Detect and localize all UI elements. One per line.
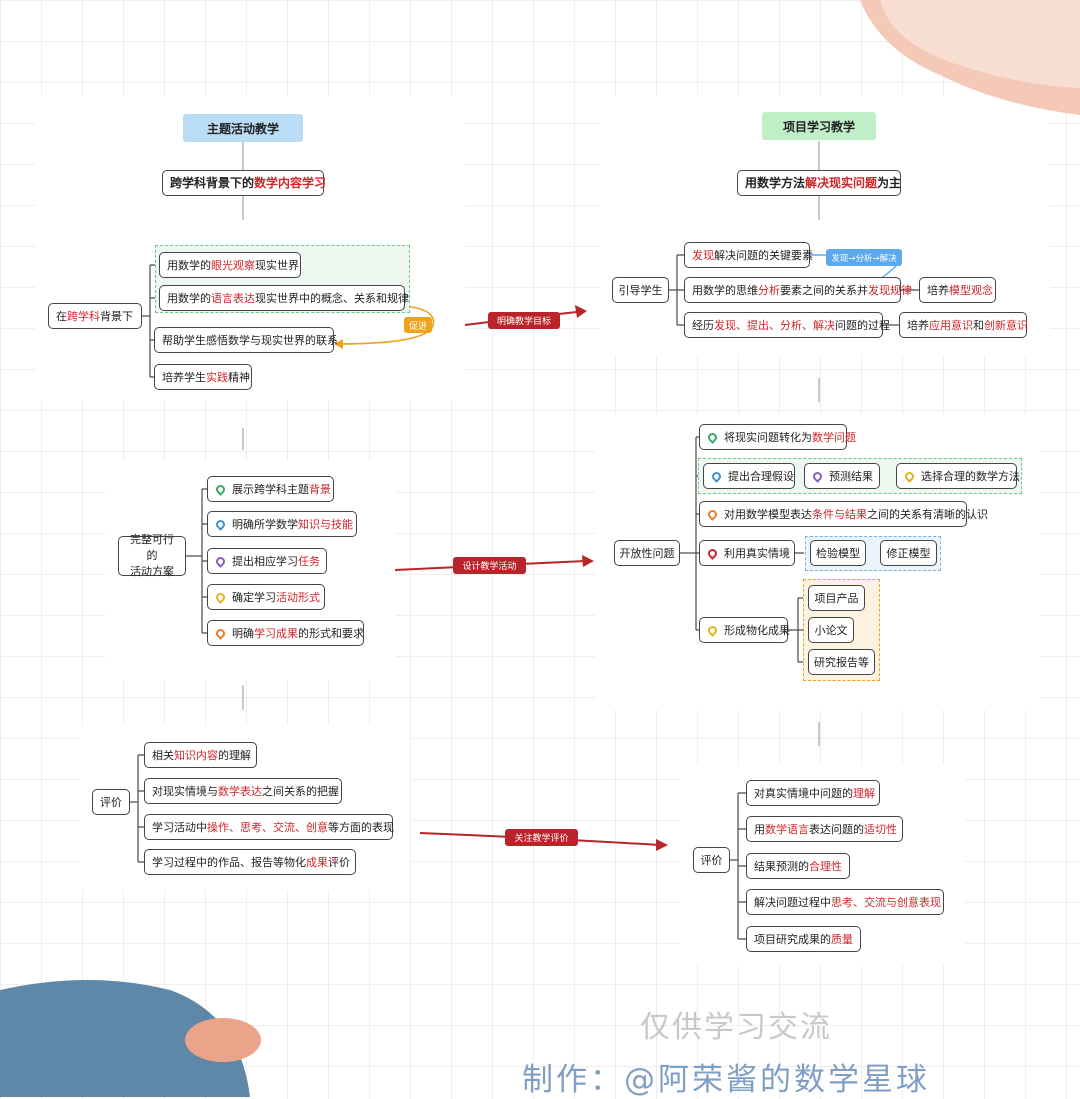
left-s2-root: 完整可行的活动方案	[118, 533, 186, 578]
pin-red-icon	[706, 546, 719, 560]
right-s2-item-real: 利用真实情境	[699, 540, 795, 566]
flow-tag: 发现→分析→解决	[826, 249, 902, 266]
watermark-author: 制作：@阿荣酱的数学星球	[522, 1062, 930, 1098]
pin-orange-icon	[706, 507, 719, 521]
arrow-label-evaluation: 关注教学评价	[505, 829, 578, 846]
right-s1-outcome-model: 培养模型观念	[919, 277, 996, 303]
left-s3-item-knowledge: 相关知识内容的理解	[144, 742, 257, 768]
right-s1-item-analyze: 用数学的思维分析要素之间的关系并发现规律	[684, 277, 912, 303]
left-s3-item-relation: 对现实情境与数学表达之间关系的把握	[144, 778, 342, 804]
promote-tag: 促进	[404, 317, 432, 333]
right-s2-hypothesis: 提出合理假设	[703, 463, 795, 489]
left-header: 主题活动教学	[183, 114, 303, 142]
right-s2-fix-model: 修正模型	[880, 540, 937, 566]
left-s1-root: 在跨学科背景下	[48, 303, 142, 329]
right-s2-check-model: 检验模型	[810, 540, 866, 566]
pin-yellow-icon	[214, 590, 227, 604]
left-s1-item-observe: 用数学的眼光观察现实世界	[159, 252, 301, 278]
right-s2-report: 研究报告等	[808, 649, 875, 675]
peach-blob-inner	[880, 0, 1080, 88]
pin-green-icon	[214, 482, 227, 496]
pin-yellow-icon	[903, 469, 916, 483]
right-s2-method: 选择合理的数学方法	[896, 463, 1020, 489]
right-s1-root: 引导学生	[612, 277, 669, 303]
right-header: 项目学习教学	[762, 112, 876, 140]
right-s2-paper: 小论文	[808, 617, 854, 643]
left-s1-item-express: 用数学的语言表达现实世界中的概念、关系和规律	[159, 285, 409, 311]
right-s2-predict: 预测结果	[804, 463, 880, 489]
coral-blob	[185, 1018, 261, 1062]
right-s3-item-language: 用数学语言表达问题的适切性	[746, 816, 903, 842]
right-subtitle: 用数学方法解决现实问题为主	[737, 170, 901, 196]
blue-blob	[0, 980, 250, 1097]
right-s2-item-convert: 将现实问题转化为数学问题	[699, 424, 856, 450]
pin-green-icon	[706, 430, 719, 444]
right-s3-item-predict: 结果预测的合理性	[746, 853, 850, 879]
pin-orange-icon	[214, 626, 227, 640]
left-s2-item-background: 展示跨学科主题背景	[207, 476, 334, 502]
left-s2-item-outcome: 明确学习成果的形式和要求	[207, 620, 364, 646]
left-subtitle: 跨学科背景下的数学内容学习	[162, 170, 326, 196]
left-s2-item-knowledge: 明确所学数学知识与技能	[207, 511, 357, 537]
left-s2-item-form: 确定学习活动形式	[207, 584, 325, 610]
arrow-label-goal: 明确教学目标	[488, 312, 560, 329]
right-s1-item-discover: 发现解决问题的关键要素	[684, 242, 813, 268]
pin-purple-icon	[811, 469, 824, 483]
right-s3-item-understand: 对真实情境中问题的理解	[746, 780, 880, 806]
left-s3-item-works: 学习过程中的作品、报告等物化成果评价	[144, 849, 356, 875]
left-s2-item-task: 提出相应学习任务	[207, 548, 327, 574]
pin-blue-icon	[710, 469, 723, 483]
watermark-study: 仅供学习交流	[640, 1010, 832, 1045]
pin-purple-icon	[214, 554, 227, 568]
right-s2-item-products: 形成物化成果	[699, 617, 790, 643]
right-s3-item-process: 解决问题过程中思考、交流与创意表现	[746, 889, 944, 915]
right-s2-item-express: 对用数学模型表达条件与结果之间的关系有清晰的认识	[699, 501, 988, 527]
right-s3-item-quality: 项目研究成果的质量	[746, 926, 861, 952]
left-s3-item-activity: 学习活动中操作、思考、交流、创意等方面的表现	[144, 814, 394, 840]
right-s1-item-process: 经历发现、提出、分析、解决问题的过程	[684, 312, 890, 338]
right-s2-root: 开放性问题	[614, 540, 680, 566]
arrow-label-activity: 设计教学活动	[453, 557, 526, 574]
pin-yellow-icon	[706, 623, 719, 637]
left-s1-item-practice: 培养学生实践精神	[154, 364, 252, 390]
pin-blue-icon	[214, 517, 227, 531]
right-s3-root: 评价	[693, 847, 730, 873]
right-s2-product: 项目产品	[808, 585, 865, 611]
left-s3-root: 评价	[92, 789, 130, 815]
right-s1-outcome-innovation: 培养应用意识和创新意识	[899, 312, 1028, 338]
left-s1-item-connect: 帮助学生感悟数学与现实世界的联系	[154, 327, 338, 353]
